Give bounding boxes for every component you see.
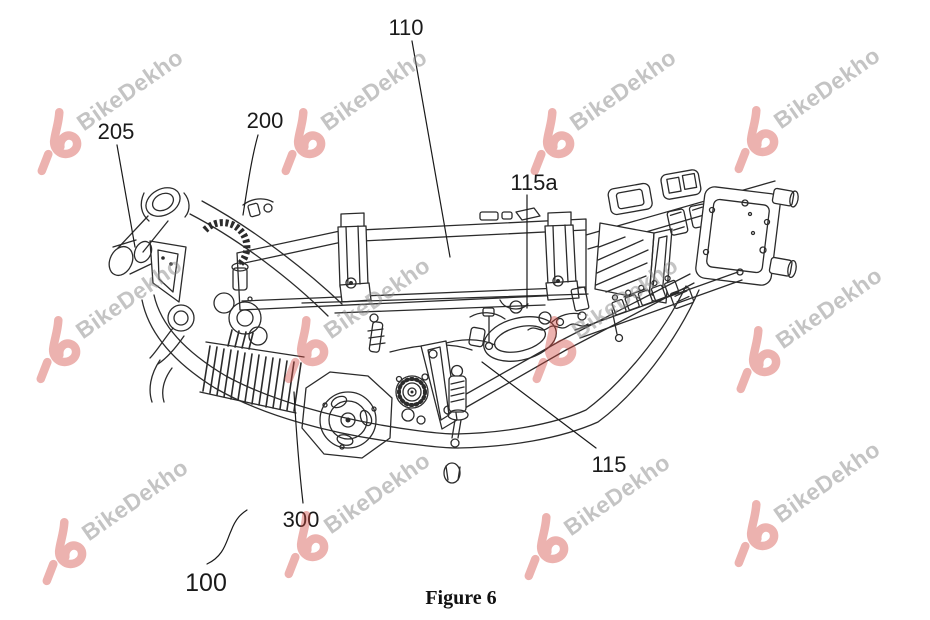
leader-line-205 — [116, 144, 136, 248]
bikedekho-logo-icon — [42, 517, 87, 586]
bikedekho-logo-icon — [281, 107, 326, 176]
bikedekho-logo-icon — [37, 107, 82, 176]
ref-label-205: 205 — [98, 119, 135, 144]
watermark: BikeDekho — [530, 44, 681, 176]
bikedekho-logo-icon — [284, 510, 329, 579]
ref-label-300: 300 — [283, 507, 320, 532]
steering-head-tube — [140, 187, 274, 222]
clutch-cover — [301, 371, 393, 459]
bikedekho-logo-icon — [36, 315, 81, 384]
watermark-text: BikeDekho — [71, 252, 187, 344]
electronics-box — [594, 222, 673, 304]
bikedekho-logo-icon — [736, 325, 781, 394]
timing-gear — [395, 373, 429, 425]
ref-label-200: 200 — [247, 108, 284, 133]
watermark-text: BikeDekho — [769, 42, 885, 134]
watermark-text: BikeDekho — [565, 44, 681, 136]
box-clamp-right — [544, 211, 580, 301]
figure-caption: Figure 6 — [425, 587, 496, 609]
ref-label-115: 115 — [591, 452, 626, 477]
leader-line-115 — [481, 361, 597, 449]
watermark: BikeDekho — [42, 454, 193, 586]
leader-line-200 — [242, 134, 259, 216]
watermark: BikeDekho — [281, 44, 432, 176]
motorcycle-frame-drawing — [108, 169, 799, 484]
watermark: BikeDekho — [36, 252, 187, 384]
front-stub — [108, 215, 169, 277]
leader-line-300 — [293, 391, 304, 504]
ref-label-100: 100 — [185, 569, 227, 597]
carburettor — [213, 262, 386, 353]
leader-line-110 — [411, 40, 451, 258]
bikedekho-logo-icon — [530, 107, 575, 176]
bikedekho-logo-icon — [524, 512, 569, 581]
watermark: BikeDekho — [734, 42, 885, 174]
watermark-text: BikeDekho — [316, 44, 432, 136]
gusset-plate — [149, 240, 187, 303]
bikedekho-logo-icon — [734, 105, 779, 174]
engine-top-lines — [301, 293, 589, 351]
bottom-rail — [141, 285, 700, 484]
rear-master-cylinder — [447, 364, 469, 448]
watermark-text: BikeDekho — [319, 447, 435, 539]
cylinder-fins — [199, 329, 305, 414]
ref-label-115a: 115a — [510, 170, 558, 195]
rear-mounting-plate — [695, 186, 799, 286]
watermark: BikeDekho — [734, 436, 885, 568]
watermark-text: BikeDekho — [769, 436, 885, 528]
watermark-text: BikeDekho — [77, 454, 193, 546]
bikedekho-logo-icon — [734, 499, 779, 568]
crankcase — [389, 311, 565, 353]
watermark: BikeDekho — [37, 44, 188, 176]
lower-rear-tube — [451, 273, 695, 413]
bikedekho-logo-icon — [532, 315, 577, 384]
leader-line-100 — [206, 509, 248, 565]
bikedekho-logo-icon — [284, 315, 329, 384]
box-clamp-left — [337, 212, 372, 303]
reference-labels: 110 205 200 115a 115 300 100 — [98, 15, 627, 597]
ref-label-110: 110 — [388, 15, 423, 40]
